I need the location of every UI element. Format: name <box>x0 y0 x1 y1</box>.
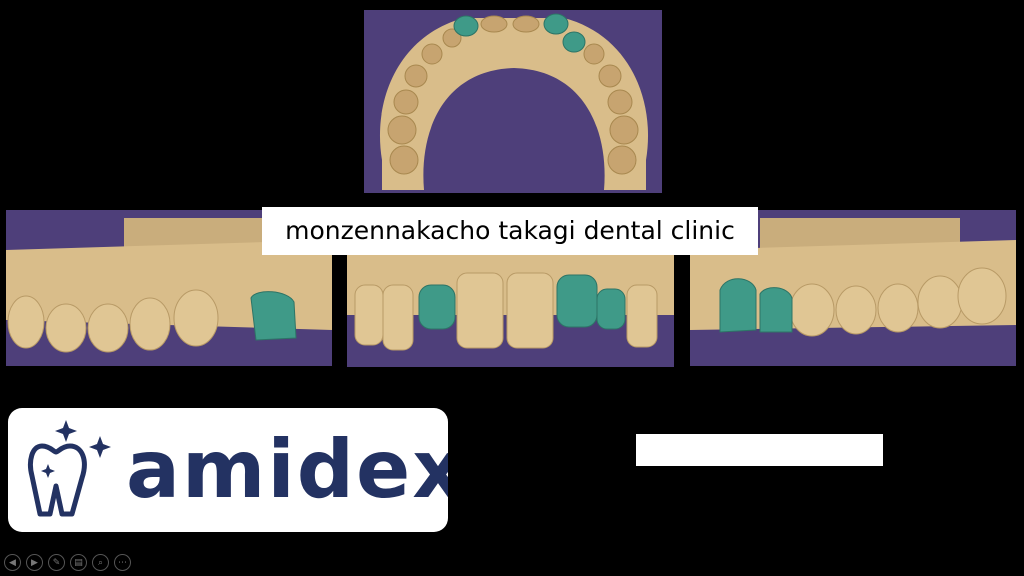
logo-wordmark: amidex <box>126 423 448 516</box>
more-options-button[interactable]: ⋯ <box>114 554 131 571</box>
next-slide-button[interactable]: ▶ <box>26 554 43 571</box>
frontal-view-panel <box>347 255 674 367</box>
occlusal-view-panel <box>364 10 662 193</box>
slide-caption: monzennakacho takagi dental clinic <box>262 207 758 255</box>
zoom-button[interactable]: ⌕ <box>92 554 109 571</box>
previous-slide-button[interactable]: ◀ <box>4 554 21 571</box>
tooth-sparkle-logo-icon <box>27 420 111 517</box>
amidex-logo: amidex <box>8 408 448 532</box>
dental-arch-front-image <box>347 255 674 351</box>
slide-overview-button[interactable]: ▤ <box>70 554 87 571</box>
dental-arch-right-image <box>6 218 332 353</box>
blank-white-bar <box>636 434 883 466</box>
dental-arch-top-image <box>379 13 649 190</box>
dental-arch-left-image <box>690 218 1016 337</box>
pen-tool-button[interactable]: ✎ <box>48 554 65 571</box>
presentation-controls: ◀ ▶ ✎ ▤ ⌕ ⋯ <box>4 554 131 574</box>
